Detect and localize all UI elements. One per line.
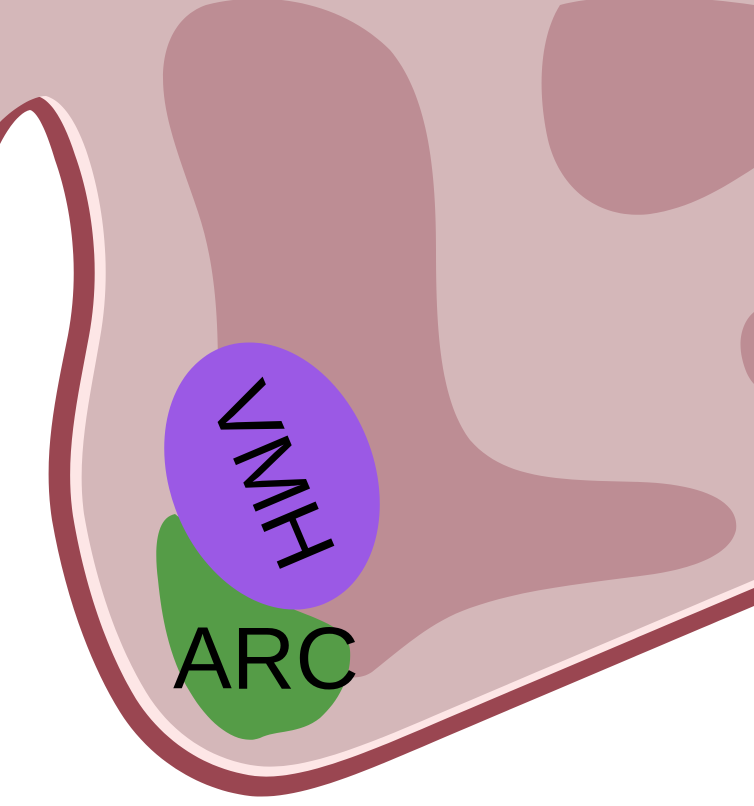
arc-region-shape: [156, 514, 351, 740]
arc-label: ARC: [173, 609, 359, 708]
vmh-region-shape: [164, 342, 380, 610]
dark-tissue-corner: [541, 0, 754, 215]
dark-tissue-nub: [740, 312, 754, 384]
